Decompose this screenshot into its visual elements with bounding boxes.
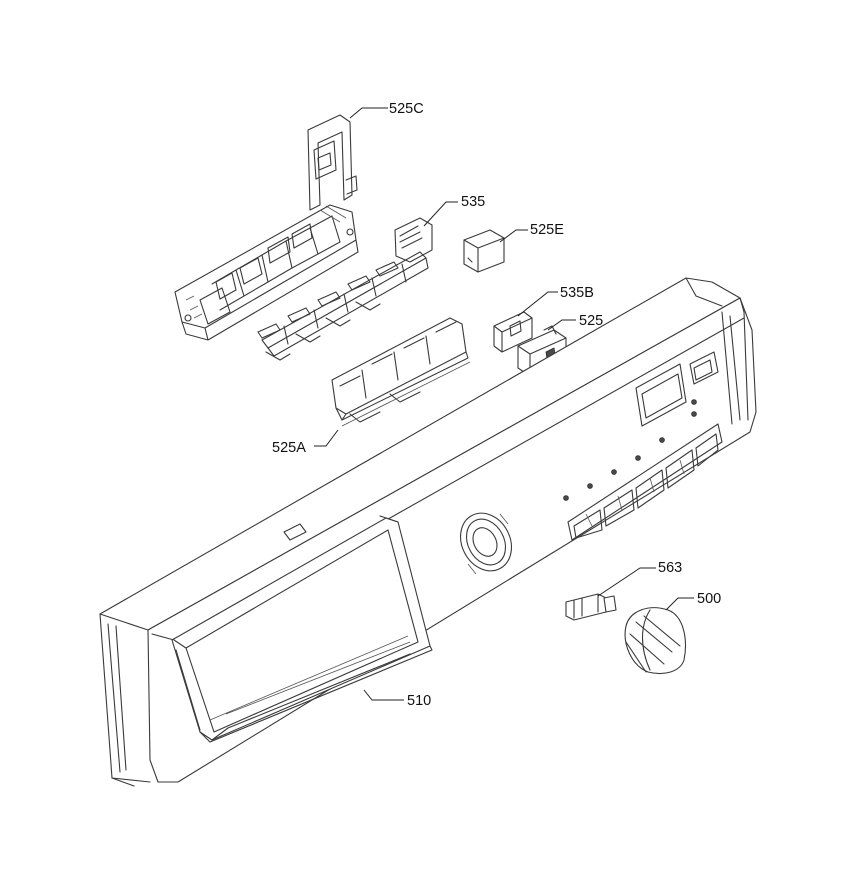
callout-labels: 525C 535 525E 535B 525 525A 563 500 510 [272, 101, 721, 709]
part-510-control-panel [99, 277, 757, 787]
callout-525C: 525C [389, 101, 424, 117]
callout-535B: 535B [560, 285, 594, 301]
part-500-program-knob [624, 607, 686, 675]
part-535-push-rods [257, 217, 433, 361]
part-525A-button-bar [331, 317, 471, 427]
callout-563: 563 [658, 560, 682, 576]
callout-535: 535 [461, 194, 485, 210]
callout-525A: 525A [272, 440, 306, 456]
program-knob-recess [460, 512, 512, 575]
callout-525E: 525E [530, 222, 564, 238]
part-535B-lever [493, 311, 533, 353]
callout-500: 500 [697, 591, 721, 607]
indicator-leds [563, 399, 697, 501]
part-525C-pcb-holder [174, 114, 359, 341]
part-563-knob-shaft [565, 593, 617, 621]
leader-lines [314, 107, 694, 701]
callout-510: 510 [407, 693, 431, 709]
button-slots [567, 423, 723, 541]
part-525E-button-cap [463, 229, 505, 273]
display-window [635, 351, 719, 427]
callout-525: 525 [579, 313, 603, 329]
